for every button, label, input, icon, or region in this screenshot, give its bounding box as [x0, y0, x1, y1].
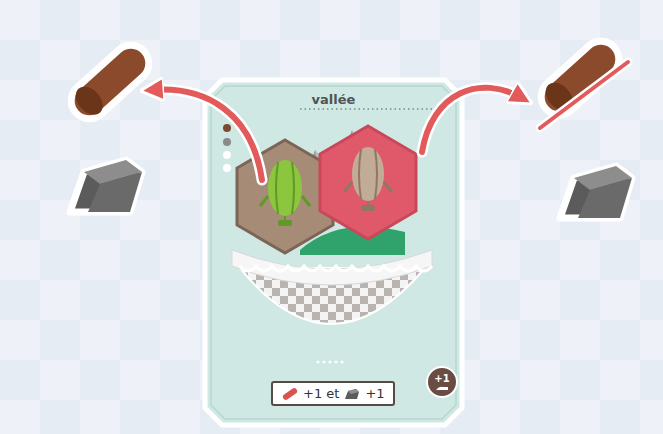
node-text: +1 et: [303, 386, 339, 401]
red-hex-tile: [320, 126, 416, 239]
metal-ingot-icon: [560, 166, 632, 218]
node-text: +1: [365, 386, 384, 401]
hand-icon: [435, 384, 449, 392]
bonus-banner: +1 et +1: [271, 381, 395, 406]
strike-line: [540, 62, 628, 128]
node-text: +1: [434, 373, 449, 384]
metal-ingot-icon: [70, 160, 142, 212]
curved-arrow: [152, 88, 522, 180]
ingot-icon: [343, 387, 361, 401]
wood-log-icon: [64, 38, 156, 126]
node-text: vallée: [205, 92, 462, 107]
card: vallée +1 et +1 +1: [205, 80, 462, 425]
log-icon: [281, 387, 299, 401]
airship-basket: [232, 250, 432, 364]
bonus-badge: +1: [426, 366, 458, 398]
